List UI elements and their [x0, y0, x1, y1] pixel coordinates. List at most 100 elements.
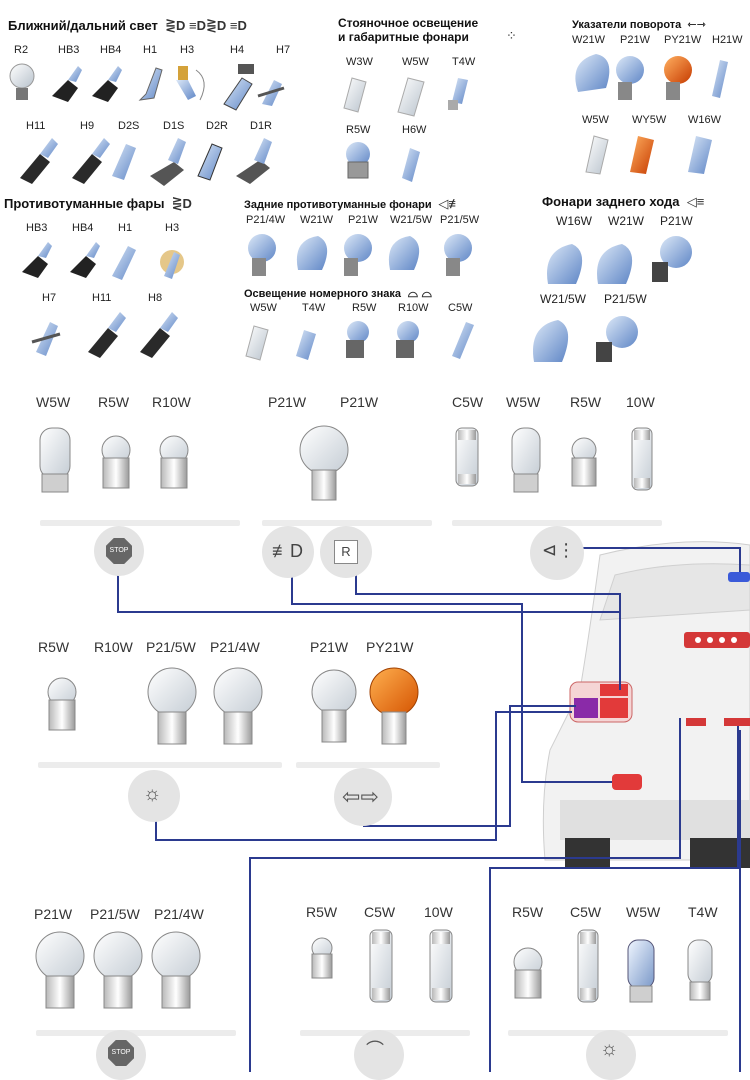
reverse-label: P21W: [660, 214, 693, 228]
fog-bulb-hb4: [70, 242, 100, 278]
headlight-label: D2S: [118, 120, 140, 132]
group8-bulb-w5w: [627, 939, 655, 1003]
interior-lamp-icon: ⌒: [366, 1040, 384, 1060]
rearfog-label: W21/5W: [390, 214, 433, 226]
parking-title-line1: Стояночное освещение: [338, 16, 479, 30]
reverse-label: P21/5W: [604, 292, 647, 306]
rearfog-label: W21W: [300, 214, 333, 226]
rearfog-bulb-p21-4w: [248, 234, 276, 276]
group8-bulb-t4w: [687, 939, 713, 1001]
turn-bulb-p21w: [616, 56, 644, 100]
group1-bulb-r10w: [159, 435, 189, 489]
fog-bulb-h11: [88, 312, 126, 358]
parking-title: Стояночное освещение и габаритные фонари: [338, 16, 478, 44]
group4-label: P21/4W: [210, 639, 260, 655]
group1-label: R5W: [98, 394, 130, 410]
plate-light-icon: ⌓ ⌓: [404, 285, 432, 300]
group6-bulb-p21w: [35, 931, 85, 1009]
turn-title-text: Указатели поворота: [572, 19, 682, 31]
headlight-bulb-d2r: [197, 143, 223, 181]
turn-label: WY5W: [632, 114, 667, 126]
group3-bulb-r5w: [571, 437, 597, 487]
rearfog-bulb-p21-5w: [444, 234, 472, 276]
stop-light-badge: STOP: [94, 526, 144, 576]
car-reflector: [612, 774, 642, 790]
turn-title: Указатели поворота ⇽⇾: [572, 18, 706, 31]
reverse-badge: R: [320, 526, 372, 578]
turn-label: H21W: [712, 34, 743, 46]
group2-label: P21W: [268, 394, 307, 410]
headlight-label: H3: [180, 44, 195, 56]
turn-bulb-wy5w: [630, 136, 654, 174]
group1-bulb-r5w: [101, 435, 131, 489]
turn-bulb-h21w: [712, 60, 728, 98]
headlight-bulb-h1: [138, 67, 163, 101]
headlight-bulb-hb4: [92, 66, 122, 102]
plate-label: C5W: [448, 302, 473, 314]
turn-label: W16W: [688, 114, 721, 126]
stop-sign-icon: STOP: [106, 538, 132, 564]
group7-label: R5W: [306, 904, 338, 920]
fog-label: H11: [92, 292, 112, 304]
headlight-title: Ближний/дальний свет ⋛D ≡D⋛D ≡D: [8, 18, 247, 34]
group3-label: 10W: [626, 394, 655, 410]
group3-label: R5W: [570, 394, 602, 410]
headlight-label: H4: [230, 44, 245, 56]
group4-bulb-r5w: [47, 677, 77, 731]
turn-label: P21W: [620, 34, 650, 46]
headlight-label: D1R: [250, 120, 273, 132]
car-rear-body: [542, 541, 750, 868]
group5-bulb-p21w: [311, 669, 357, 743]
group4-ribbon: [38, 762, 282, 768]
group7-bulb-10w: [429, 929, 453, 1003]
turn-label: W5W: [582, 114, 609, 126]
plate-light-badge: ⊲⋮: [530, 526, 584, 580]
turn-bulb-w16w: [688, 136, 712, 174]
group3-bulb-c5w: [455, 427, 479, 487]
plate-label: R5W: [352, 302, 377, 314]
turn-label: PY21W: [664, 34, 702, 46]
fog-label: H3: [165, 222, 180, 234]
headlight-bulb-d1r: [236, 138, 272, 184]
rearfog-bulb-w21-5w: [388, 236, 420, 270]
reverse-label: W21W: [608, 214, 644, 228]
group8-label: R5W: [512, 904, 544, 920]
car-plate-light: [728, 572, 750, 582]
plate-label: T4W: [302, 302, 326, 314]
headlight-bulb-hb3: [52, 66, 82, 102]
fog-label: H7: [42, 292, 57, 304]
reverse-bulb-w21-5w: [533, 320, 569, 362]
group8-bulb-r5w: [513, 947, 543, 999]
plate-label: W5W: [250, 302, 277, 314]
group8-label: W5W: [626, 904, 661, 920]
fog-title: Противотуманные фары ⋛D: [4, 196, 192, 212]
parking-label: R5W: [346, 124, 371, 136]
interior-light-badge: ⌒: [354, 1030, 404, 1080]
headlight-label: H11: [26, 120, 46, 132]
group5-label: PY21W: [366, 639, 414, 655]
group4-label: R5W: [38, 639, 70, 655]
fog-bulb-h7: [31, 322, 61, 356]
plate-title-text: Освещение номерного знака: [244, 288, 402, 300]
group4-bulb-p21-5w: [147, 667, 197, 745]
turn-bulb-w5w: [585, 135, 609, 175]
headlight-bulb-d1s: [150, 138, 186, 186]
car-rear-marker: [686, 718, 750, 726]
car-tail-light: [569, 681, 633, 723]
fog-label: H8: [148, 292, 163, 304]
headlight-bulb-h4: [223, 64, 254, 111]
parking-bulb-t4w: [448, 78, 468, 110]
headlight-label: R2: [14, 44, 29, 56]
headlight-label: D1S: [163, 120, 185, 132]
reverse-bulb-p21-5w: [596, 316, 638, 362]
fog-label: H1: [118, 222, 133, 234]
group7-bulb-c5w: [369, 929, 393, 1003]
reverse-bulb-p21w: [652, 236, 692, 282]
rearfog-title: Задние противотуманные фонари ◁≢: [244, 196, 461, 212]
fog-light-icon: ⋛D: [168, 196, 192, 211]
group1-label: W5W: [36, 394, 71, 410]
bulb-outline-icon: ☼: [143, 783, 162, 805]
headlight-label: H9: [80, 120, 95, 132]
parking-bulb-w3w: [343, 77, 367, 113]
parking-label: W3W: [346, 56, 373, 68]
